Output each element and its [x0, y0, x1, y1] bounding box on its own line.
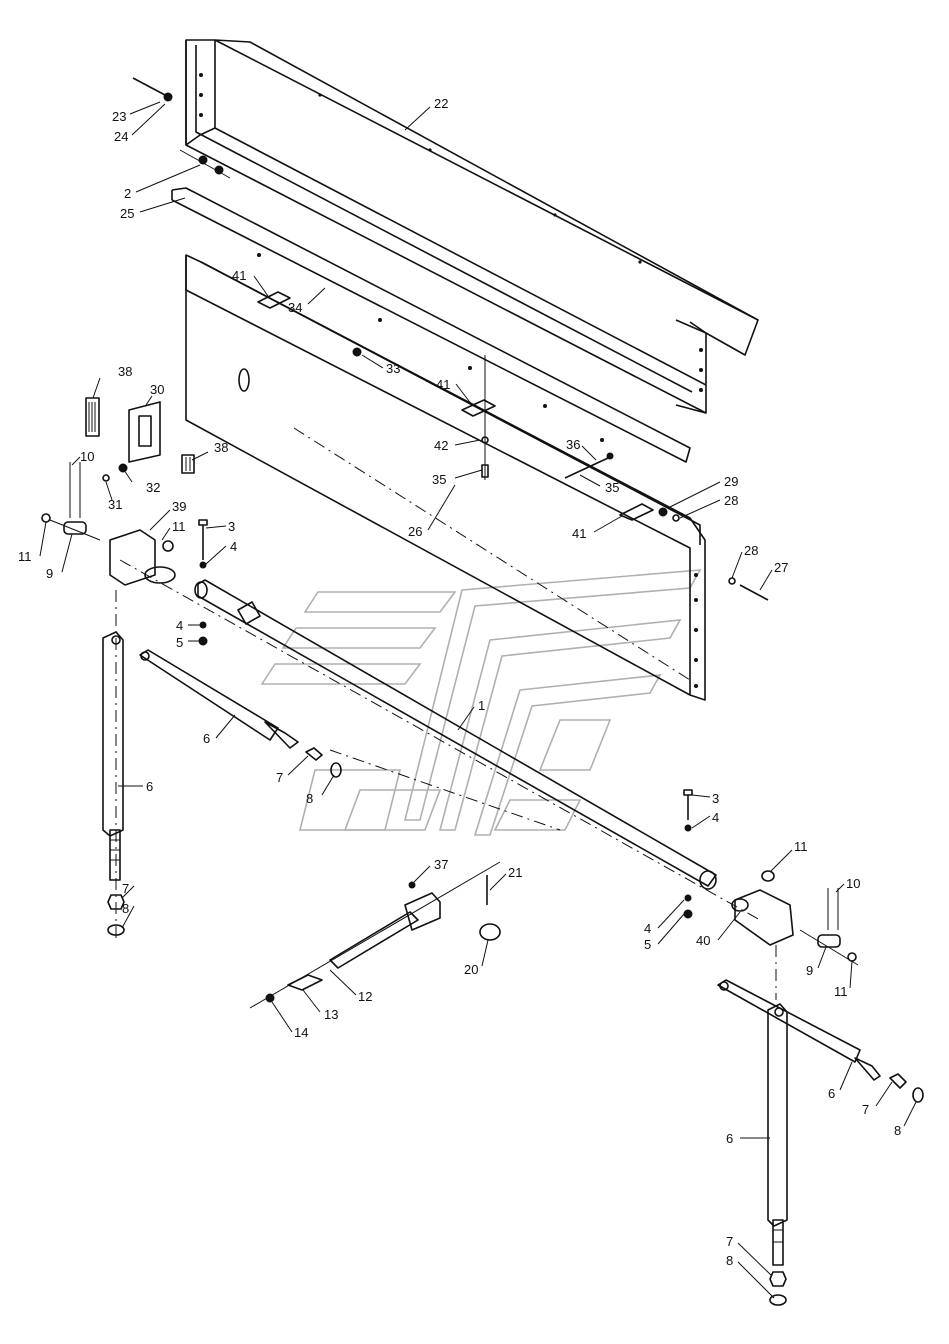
- callout-38-b: 38: [214, 440, 228, 455]
- callout-7-d: 7: [726, 1234, 733, 1249]
- callout-41-c: 41: [572, 526, 586, 541]
- callout-6-a: 6: [203, 731, 210, 746]
- callout-4-a: 4: [230, 539, 237, 554]
- callout-37: 37: [434, 857, 448, 872]
- callout-2: 2: [124, 186, 131, 201]
- callout-42: 42: [434, 438, 448, 453]
- callout-36: 36: [566, 437, 580, 452]
- callout-12: 12: [358, 989, 372, 1004]
- callout-6-d: 6: [726, 1131, 733, 1146]
- callout-9-a: 9: [46, 566, 53, 581]
- pin-9-left: [41, 462, 101, 541]
- link-6-vertical-left: [102, 590, 125, 940]
- callout-8-d: 8: [726, 1253, 733, 1268]
- bracket-41-b: [461, 399, 496, 417]
- bracket-41-c: [619, 503, 654, 521]
- callout-4-b: 4: [176, 618, 183, 633]
- callout-41-a: 41: [232, 268, 246, 283]
- link-6-vertical-right: [767, 1003, 788, 1306]
- bracket-40: [731, 888, 859, 1000]
- callout-25: 25: [120, 206, 134, 221]
- callout-40: 40: [696, 933, 710, 948]
- callout-14: 14: [294, 1025, 308, 1040]
- callout-11-c: 11: [794, 839, 808, 854]
- bracket-41-a: [257, 291, 291, 309]
- bolt-23: [132, 77, 173, 102]
- callout-8-a: 8: [306, 791, 313, 806]
- callout-31: 31: [108, 497, 122, 512]
- callout-3-a: 3: [228, 519, 235, 534]
- callout-11-a: 11: [172, 519, 186, 534]
- callout-33: 33: [386, 361, 400, 376]
- callout-23: 23: [112, 109, 126, 124]
- callout-6-b: 6: [146, 779, 153, 794]
- bolt-36: [564, 452, 614, 479]
- plate-30: [128, 401, 161, 463]
- nut-2: [179, 149, 231, 179]
- callout-28-b: 28: [744, 543, 758, 558]
- link-12-assembly: [249, 749, 561, 1009]
- callout-3-b: 3: [712, 791, 719, 806]
- bolt-3-4-5-left: [198, 519, 208, 646]
- callout-26: 26: [408, 524, 422, 539]
- link-6-diagonal-left: [139, 649, 342, 778]
- callout-8-c: 8: [894, 1123, 901, 1138]
- bolt-35-center: [481, 355, 489, 480]
- callout-10-b: 10: [846, 876, 860, 891]
- link-6-diagonal-right: [717, 979, 924, 1103]
- callout-21: 21: [508, 865, 522, 880]
- callout-13: 13: [324, 1007, 338, 1022]
- callout-24: 24: [114, 129, 128, 144]
- bolt-3-4-5-right: [683, 789, 693, 919]
- callout-10-a: 10: [80, 449, 94, 464]
- callout-29: 29: [724, 474, 738, 489]
- callout-7-c: 7: [862, 1102, 869, 1117]
- callout-35-b: 35: [605, 480, 619, 495]
- callout-8-b: 8: [122, 901, 129, 916]
- bracket-39: [109, 529, 176, 586]
- decal-38-a: [85, 397, 100, 437]
- callout-4-d: 4: [644, 921, 651, 936]
- callout-27: 27: [774, 560, 788, 575]
- callout-32: 32: [146, 480, 160, 495]
- callout-35-a: 35: [432, 472, 446, 487]
- callout-34: 34: [288, 300, 302, 315]
- main-tube-1: [119, 559, 761, 921]
- callout-22: 22: [434, 96, 448, 111]
- callout-1: 1: [478, 698, 485, 713]
- fastener-31-32: [102, 463, 128, 482]
- callout-7-a: 7: [276, 770, 283, 785]
- callout-30: 30: [150, 382, 164, 397]
- callout-6-c: 6: [828, 1086, 835, 1101]
- strip-25: [171, 187, 691, 463]
- callout-28-a: 28: [724, 493, 738, 508]
- washer-11-right: [761, 870, 775, 882]
- bolt-27: [728, 577, 769, 601]
- callout-39: 39: [172, 499, 186, 514]
- callout-11-b: 11: [18, 549, 32, 564]
- washer-28-29: [658, 507, 680, 522]
- callout-41-b: 41: [436, 377, 450, 392]
- panel-26: [185, 253, 706, 701]
- watermark-logo: [260, 569, 702, 836]
- callout-11-d: 11: [834, 984, 848, 999]
- callout-5-b: 5: [644, 937, 651, 952]
- decal-38-b: [181, 454, 195, 474]
- top-channel-22: [185, 39, 759, 414]
- fastener-33: [352, 347, 362, 357]
- callout-20: 20: [464, 962, 478, 977]
- callout-38-a: 38: [118, 364, 132, 379]
- callout-9-b: 9: [806, 963, 813, 978]
- callout-7-b: 7: [122, 881, 129, 896]
- callout-4-c: 4: [712, 810, 719, 825]
- callout-5-a: 5: [176, 635, 183, 650]
- callouts: 22 23 24 2 25 41 34 33 41 42 35 36 35 29…: [18, 96, 917, 1299]
